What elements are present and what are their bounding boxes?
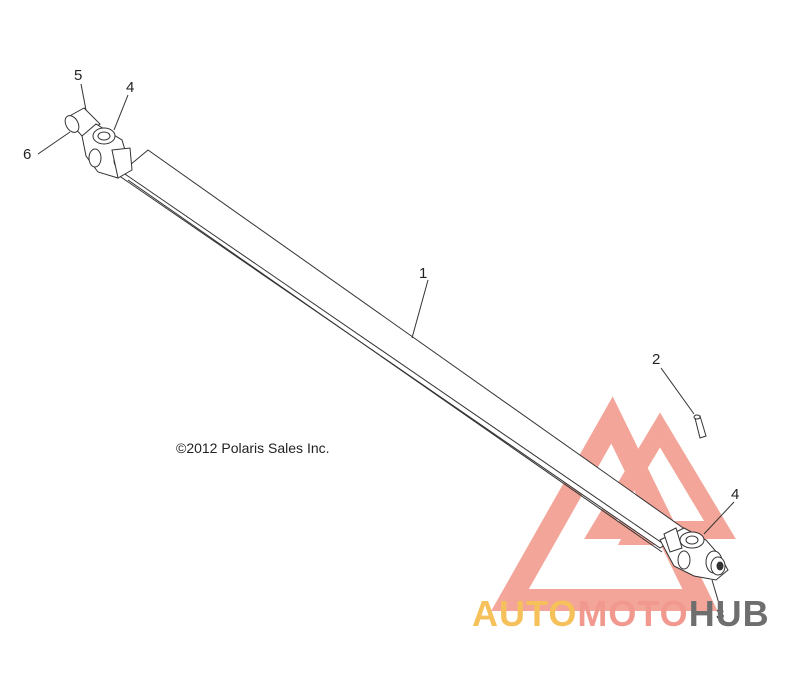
driveshaft-tube: [117, 149, 687, 553]
callout-4-right: 4: [731, 486, 740, 503]
watermark-part-moto: MOTO: [577, 593, 689, 634]
copyright-notice: ©2012 Polaris Sales Inc.: [176, 440, 330, 456]
callout-6: 6: [23, 146, 32, 163]
left-u-joint: [64, 107, 133, 179]
right-u-joint: [659, 527, 729, 581]
callout-5: 5: [74, 67, 83, 84]
callout-4-left: 4: [126, 79, 135, 96]
callout-1: 1: [419, 265, 428, 282]
callout-3: 3: [716, 606, 725, 623]
roll-pin: [693, 414, 707, 439]
watermark-part-hub: HUB: [688, 593, 770, 634]
callout-2: 2: [652, 351, 661, 368]
watermark-part-auto: AUTO: [472, 593, 578, 634]
callout-leaders: [37, 83, 735, 608]
watermark-brand: AUTOMOTOHUB: [472, 596, 770, 632]
